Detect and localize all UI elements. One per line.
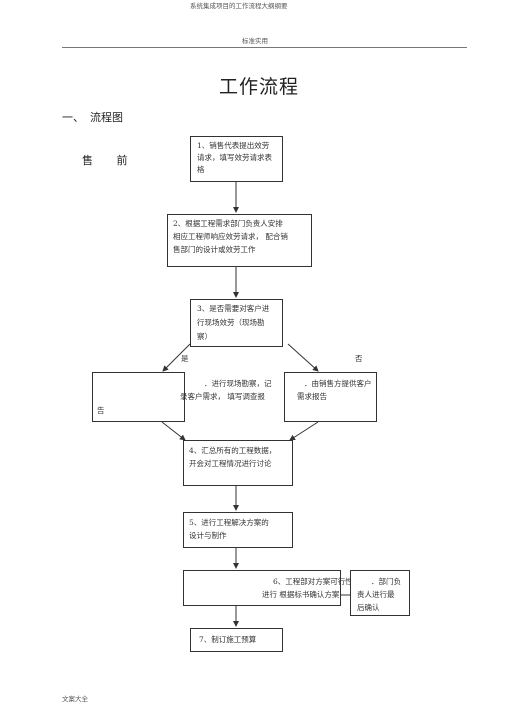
arrow-step3-yes	[162, 343, 191, 372]
section-label: 流程图	[90, 111, 123, 124]
step6-box	[183, 570, 341, 606]
arrow-step3-no	[287, 343, 319, 372]
step3b-text-line1: ．由销售方提供客户	[304, 379, 372, 388]
no-label: 否	[355, 354, 363, 363]
step6-text-line2: 进行 根据标书确认方案	[262, 590, 340, 599]
step1-text-line2: 请求，填写效劳请求表	[197, 153, 272, 162]
step2-text-line2: 相应工程师响应效劳请求， 配合销	[173, 232, 288, 241]
step3a-text-line1: ．进行现场勘察，记	[204, 379, 272, 388]
step6-text-line1: 6、工程部对方案可行性	[273, 577, 353, 586]
step7-box: 7、制订施工预算	[190, 628, 283, 652]
step2-text-line1: 2、根据工程需求部门负责人安排	[173, 219, 283, 228]
header-rule	[62, 47, 467, 48]
step2-box: 2、根据工程需求部门负责人安排 相应工程师响应效劳请求， 配合销 售部门的设计或…	[167, 214, 312, 267]
page-title: 工作流程	[219, 76, 300, 98]
step1-text-line3: 格	[197, 165, 205, 174]
step6b-text-line1: ．部门负	[371, 577, 401, 586]
step3a-box	[92, 372, 185, 422]
step1-box: 1、销售代表提出效劳 请求，填写效劳请求表 格	[190, 136, 283, 182]
step5-text-line2: 设计与制作	[189, 531, 227, 540]
yes-label: 是	[181, 354, 189, 363]
step4-text-line2: 开会对工程情况进行讨论	[189, 459, 272, 468]
arrow-no-step4	[289, 421, 319, 441]
step3b-text-line2: 需求报告	[297, 392, 327, 401]
step1-text-line1: 1、销售代表提出效劳	[197, 141, 270, 150]
step6b-text-line3: 后确认	[357, 603, 380, 612]
step6b-box: ．部门负 责人进行最 后确认	[350, 570, 410, 616]
step3a-text-tail: 告	[97, 406, 105, 415]
step3-text-line1: 3、是否需要对客户进	[197, 304, 270, 313]
step6b-text-line2: 责人进行最	[357, 590, 395, 599]
document-header-title: 系统集成项目的工作流程大纲纲要	[190, 2, 288, 10]
step4-box: 4、汇总所有的工程数据， 开会对工程情况进行讨论	[183, 440, 293, 486]
step2-text-line3: 售部门的设计或效劳工作	[173, 245, 256, 254]
document-header-subtitle: 标准实用	[242, 37, 268, 45]
step5-box: 5、进行工程解决方案的 设计与制作	[183, 512, 293, 548]
step3-box: 3、是否需要对客户进 行现场效劳（现场勘 察）	[190, 299, 283, 347]
step3a-text-line2: 录客户需求， 填写调查报	[180, 392, 265, 401]
step4-text-line1: 4、汇总所有的工程数据，	[189, 446, 277, 455]
arrow-yes-step4	[161, 421, 186, 441]
step3b-box: ．由销售方提供客户 需求报告	[284, 372, 377, 422]
step3-text-line3: 察）	[197, 332, 212, 341]
step7-text: 7、制订施工预算	[199, 635, 257, 644]
step3-text-line2: 行现场效劳（现场勘	[197, 318, 265, 327]
step5-text-line1: 5、进行工程解决方案的	[189, 518, 269, 527]
phase-label: 售 前	[82, 154, 138, 167]
page-footer: 文案大全	[62, 695, 88, 703]
section-number: 一、	[62, 111, 84, 124]
